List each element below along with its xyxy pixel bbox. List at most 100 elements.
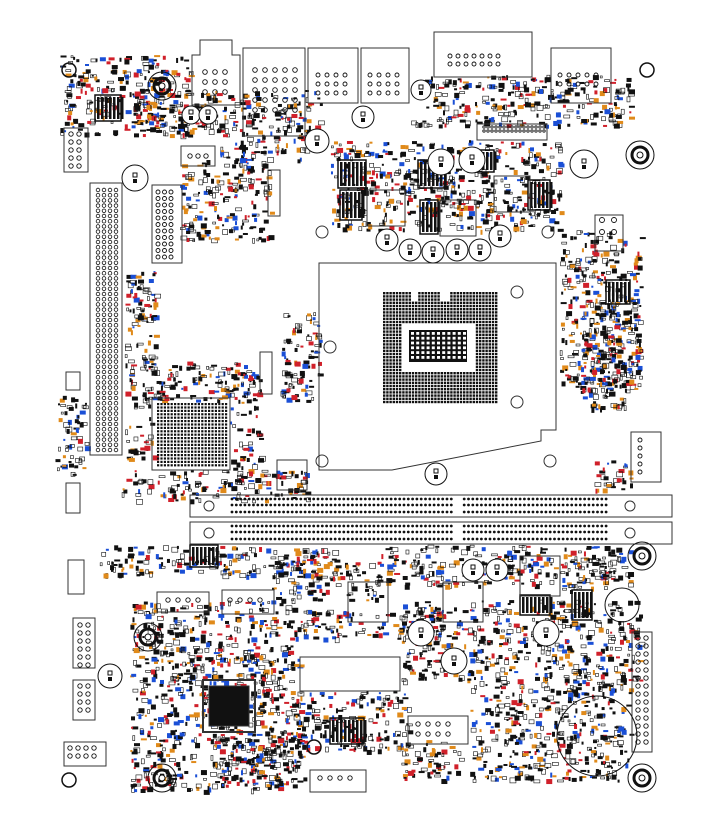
smd-component (547, 666, 552, 670)
smd-component (573, 350, 579, 356)
smd-component (531, 164, 537, 170)
smd-component (271, 759, 277, 764)
smd-component (164, 385, 171, 388)
smd-component (488, 175, 491, 180)
smd-component (595, 367, 602, 372)
smd-component (289, 680, 295, 684)
smd-component (64, 121, 70, 126)
smd-component (300, 739, 306, 742)
smd-component (215, 762, 218, 768)
smd-component (266, 176, 273, 180)
smd-component (249, 617, 255, 622)
smd-component (184, 126, 189, 132)
smd-component (486, 209, 492, 214)
smd-component (515, 209, 518, 212)
smd-component (130, 274, 137, 279)
smd-component (514, 579, 521, 582)
smd-component (584, 311, 587, 316)
smd-component (304, 392, 308, 397)
smd-component (251, 214, 256, 217)
smd-component (285, 781, 289, 786)
smd-component (178, 692, 183, 696)
smd-component (194, 480, 201, 487)
smd-component (251, 114, 254, 120)
smd-component (552, 731, 556, 737)
smd-component (125, 343, 131, 348)
smd-component (467, 673, 471, 677)
smd-component (280, 116, 283, 119)
smd-component (263, 565, 267, 569)
smd-component (600, 353, 607, 359)
smd-component (255, 662, 258, 666)
smd-component (234, 369, 240, 374)
smd-component (387, 701, 392, 707)
smd-component (251, 745, 257, 749)
smd-component (174, 729, 177, 732)
smd-component (212, 667, 215, 673)
smd-component (304, 740, 309, 744)
smd-component (553, 611, 560, 615)
smd-component (133, 648, 140, 654)
smd-component (239, 614, 245, 617)
smd-component (214, 606, 218, 611)
smd-component (233, 122, 236, 127)
smd-component (613, 102, 617, 106)
smd-component (193, 218, 198, 222)
smd-component (362, 571, 367, 575)
smd-component (219, 123, 226, 129)
smd-component (235, 601, 240, 604)
smd-component (275, 611, 279, 615)
smd-component (497, 752, 502, 757)
smd-component (546, 766, 549, 769)
smd-component (155, 751, 161, 754)
smd-component (357, 743, 361, 747)
smd-component (256, 755, 262, 758)
smd-component (580, 332, 583, 335)
smd-component (293, 138, 296, 144)
smd-component (256, 238, 260, 242)
smd-component (593, 603, 596, 606)
smd-component (217, 661, 221, 666)
smd-component (198, 569, 204, 574)
smd-component (376, 696, 381, 701)
smd-component (113, 564, 118, 567)
smd-component (533, 690, 539, 694)
smd-component (340, 744, 343, 748)
smd-component (289, 747, 294, 751)
smd-component (475, 119, 478, 123)
smd-component (525, 776, 529, 781)
smd-component (203, 789, 210, 795)
smd-component (281, 148, 284, 151)
smd-component (528, 224, 534, 227)
smd-component (296, 329, 302, 334)
smd-component (212, 671, 218, 675)
smd-component (266, 236, 270, 242)
smd-component (494, 621, 498, 626)
smd-component (544, 114, 551, 120)
smd-component (167, 92, 174, 97)
smd-component (574, 318, 578, 321)
smd-component (610, 347, 616, 352)
smd-component (592, 250, 595, 255)
smd-component (585, 710, 591, 714)
smd-component (188, 205, 192, 209)
smd-component (223, 658, 226, 661)
smd-component (243, 655, 247, 661)
smd-component (204, 201, 209, 204)
smd-component (369, 563, 376, 569)
smd-component (225, 624, 230, 628)
smd-component (441, 644, 447, 649)
smd-component (576, 116, 581, 119)
smd-component (138, 301, 143, 306)
smd-component (185, 174, 192, 180)
smd-component (78, 123, 85, 128)
smd-component (618, 575, 624, 581)
smd-component (428, 614, 434, 619)
smd-component (395, 730, 401, 737)
smd-component (159, 390, 166, 393)
smd-component (598, 349, 604, 353)
smd-component (574, 319, 579, 325)
smd-component (625, 379, 632, 385)
smd-component (537, 768, 543, 772)
smd-component (603, 87, 610, 93)
